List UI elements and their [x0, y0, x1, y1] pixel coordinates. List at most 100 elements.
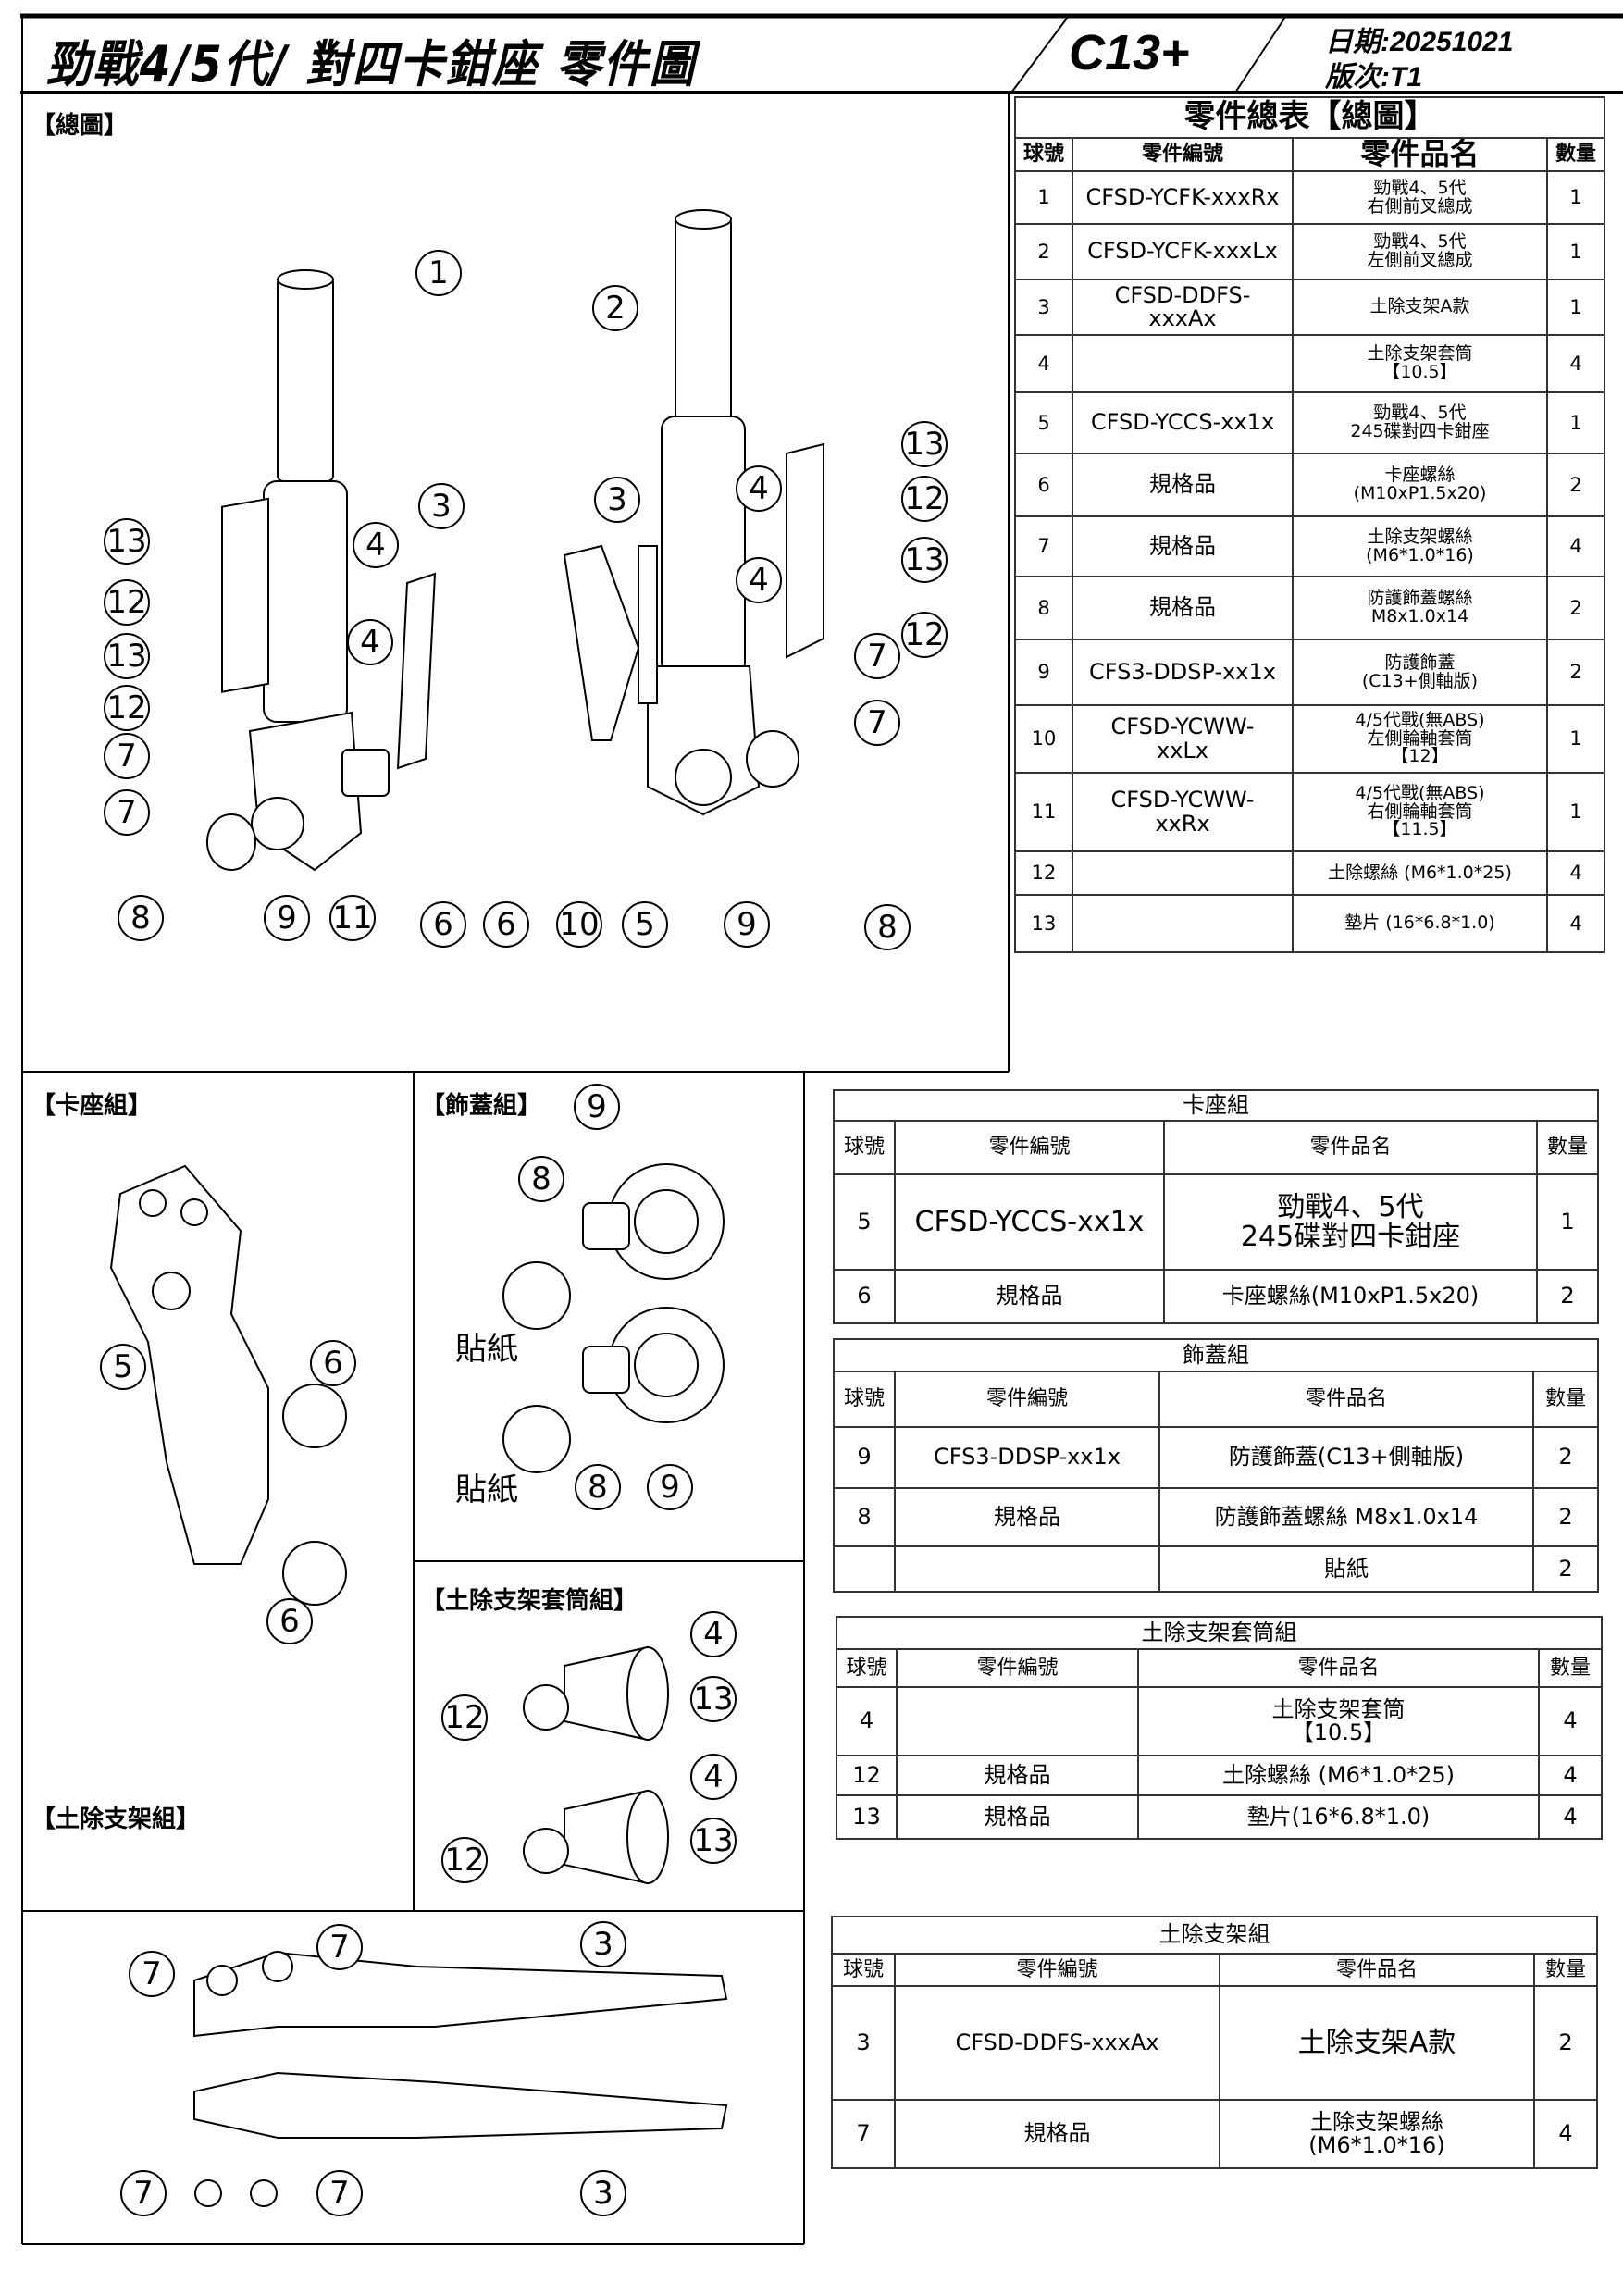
part-name: 防護飾蓋螺絲 M8x1.0x14: [1158, 1487, 1534, 1547]
svg-text:7: 7: [142, 1955, 162, 1992]
svg-text:13: 13: [693, 1681, 733, 1718]
part-name: 土除支架套筒 【10.5】: [1137, 1686, 1540, 1756]
column-header: 零件編號: [1072, 137, 1294, 172]
svg-text:8: 8: [877, 909, 898, 946]
svg-text:3: 3: [593, 1926, 613, 1963]
svg-text:7: 7: [329, 2175, 350, 2212]
row-number: 11: [1014, 772, 1073, 852]
part-code: CFSD-DDFS-xxxAx: [894, 1985, 1220, 2101]
row-number: 3: [831, 1985, 896, 2101]
callout: 7: [316, 1924, 363, 1970]
part-name: 防護飾蓋 (C13+側軸版): [1292, 639, 1548, 706]
quantity: 2: [1533, 1985, 1598, 2101]
row-number: 8: [833, 1487, 896, 1547]
callout: 3: [418, 483, 465, 529]
callout: 6: [266, 1598, 313, 1644]
callout: 12: [901, 612, 948, 658]
row-number: 7: [1014, 515, 1073, 577]
column-header: 零件品名: [1219, 1953, 1535, 1987]
svg-text:8: 8: [588, 1469, 608, 1506]
callout: 7: [129, 1951, 175, 1997]
part-code: [1072, 334, 1294, 393]
part-code: 規格品: [894, 2099, 1220, 2169]
svg-text:7: 7: [867, 638, 887, 675]
svg-text:7: 7: [117, 738, 137, 775]
callout: 4: [736, 465, 782, 512]
svg-text:7: 7: [329, 1929, 350, 1966]
svg-text:4: 4: [749, 470, 769, 507]
svg-text:13: 13: [904, 426, 944, 463]
quantity: 2: [1536, 1269, 1599, 1324]
callout: 13: [690, 1676, 737, 1722]
bracket-callouts: 7 7 3 3 7 7: [120, 1921, 626, 2216]
part-name: 土除支架A款: [1292, 279, 1548, 336]
column-header: 零件編號: [894, 1120, 1165, 1175]
callout: 5: [100, 1344, 146, 1390]
quantity: 4: [1546, 894, 1605, 953]
callout: 8: [575, 1464, 621, 1510]
part-code: CFSD-YCWW- xxRx: [1072, 772, 1294, 852]
column-header: 零件編號: [894, 1953, 1220, 1987]
row-number: 1: [1014, 170, 1073, 225]
svg-text:6: 6: [279, 1603, 300, 1640]
part-code: CFSD-YCWW- xxLx: [1072, 704, 1294, 774]
part-code: CFSD-YCCS-xx1x: [894, 1173, 1165, 1271]
column-header: 零件編號: [896, 1648, 1139, 1688]
callout: 7: [120, 2170, 167, 2216]
callout: 6: [483, 901, 529, 948]
callout: 4: [690, 1754, 737, 1800]
svg-text:12: 12: [904, 616, 944, 653]
quantity: 4: [1546, 334, 1605, 393]
part-name: 防護飾蓋(C13+側軸版): [1158, 1426, 1534, 1489]
column-header: 數量: [1532, 1371, 1599, 1428]
part-code: [1072, 850, 1294, 896]
part-name: 勁戰4、5代 245碟對四卡鉗座: [1292, 391, 1548, 454]
quantity: 4: [1533, 2099, 1598, 2169]
part-name: 墊片(16*6.8*1.0): [1137, 1794, 1540, 1840]
quantity: 2: [1532, 1426, 1599, 1489]
quantity: 1: [1546, 391, 1605, 454]
part-code: [896, 1686, 1139, 1756]
svg-text:9: 9: [277, 900, 297, 937]
column-header: 數量: [1538, 1648, 1603, 1688]
frame-lines: [20, 13, 1623, 2245]
callout: 2: [592, 285, 638, 331]
callout: 9: [724, 901, 770, 948]
svg-text:6: 6: [323, 1345, 343, 1382]
svg-text:4: 4: [703, 1616, 724, 1653]
part-code: 規格品: [894, 1487, 1160, 1547]
part-code: [1072, 894, 1294, 953]
svg-text:3: 3: [593, 2175, 613, 2212]
callout: 4: [690, 1611, 737, 1657]
callout: 12: [441, 1837, 488, 1883]
section-cover: 【飾蓋組】: [421, 1092, 542, 1120]
row-number: [833, 1545, 896, 1593]
sticker-label: 貼紙: [455, 1471, 518, 1508]
callout: 9: [574, 1084, 620, 1130]
caliper-bracket-drawing: [109, 1164, 347, 1606]
column-header: 球號: [831, 1953, 896, 1987]
part-name: 卡座螺絲(M10xP1.5x20): [1163, 1269, 1538, 1324]
row-number: 12: [1014, 850, 1073, 896]
section-bracket: 【土除支架組】: [31, 1806, 201, 1833]
sleeve-callouts: 4 13 12 4 13 12: [441, 1611, 737, 1883]
part-name: 4/5代戰(無ABS) 右側輪軸套筒 【11.5】: [1292, 772, 1548, 852]
svg-text:7: 7: [133, 2175, 154, 2212]
svg-text:12: 12: [106, 689, 146, 726]
svg-text:2: 2: [605, 290, 626, 327]
column-header: 球號: [836, 1648, 898, 1688]
cover-drawing: [502, 1163, 725, 1473]
callout: 12: [104, 579, 150, 626]
row-number: 10: [1014, 704, 1073, 774]
part-name: 勁戰4、5代 左側前叉總成: [1292, 223, 1548, 280]
part-code: 規格品: [1072, 515, 1294, 577]
